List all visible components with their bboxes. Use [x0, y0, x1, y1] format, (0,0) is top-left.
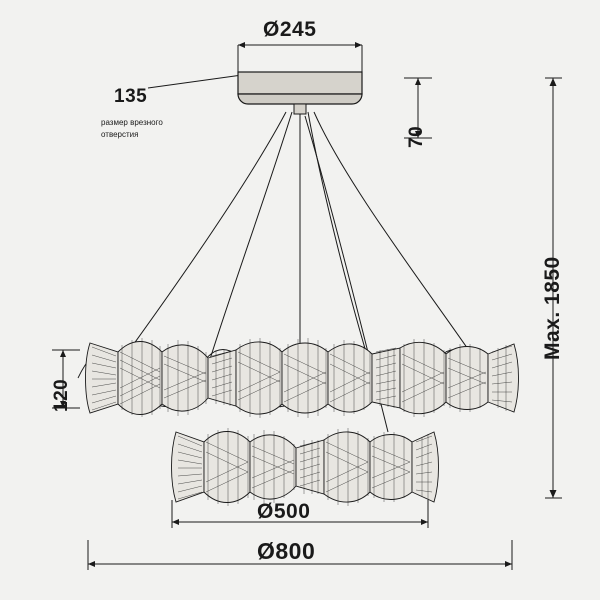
mounting-hole-note-line1: размер врезного — [101, 118, 163, 127]
dimension-lines — [52, 42, 562, 570]
dim-inner-ring-diameter: Ø500 — [257, 500, 311, 523]
ceiling-canopy — [237, 71, 363, 122]
dim-outer-ring-diameter: Ø800 — [257, 538, 316, 564]
mounting-hole-note-line2: отверстия — [101, 130, 139, 139]
dim-ring-height: 120 — [51, 378, 72, 412]
dim-canopy-height: 70 — [406, 125, 427, 148]
inner-crystal-ring — [171, 428, 439, 506]
outer-crystal-ring — [77, 338, 519, 418]
dim-canopy-diameter: Ø245 — [263, 18, 317, 41]
dim-max-height: Max. 1850 — [541, 256, 564, 360]
dim-mounting-hole: 135 — [114, 86, 148, 107]
